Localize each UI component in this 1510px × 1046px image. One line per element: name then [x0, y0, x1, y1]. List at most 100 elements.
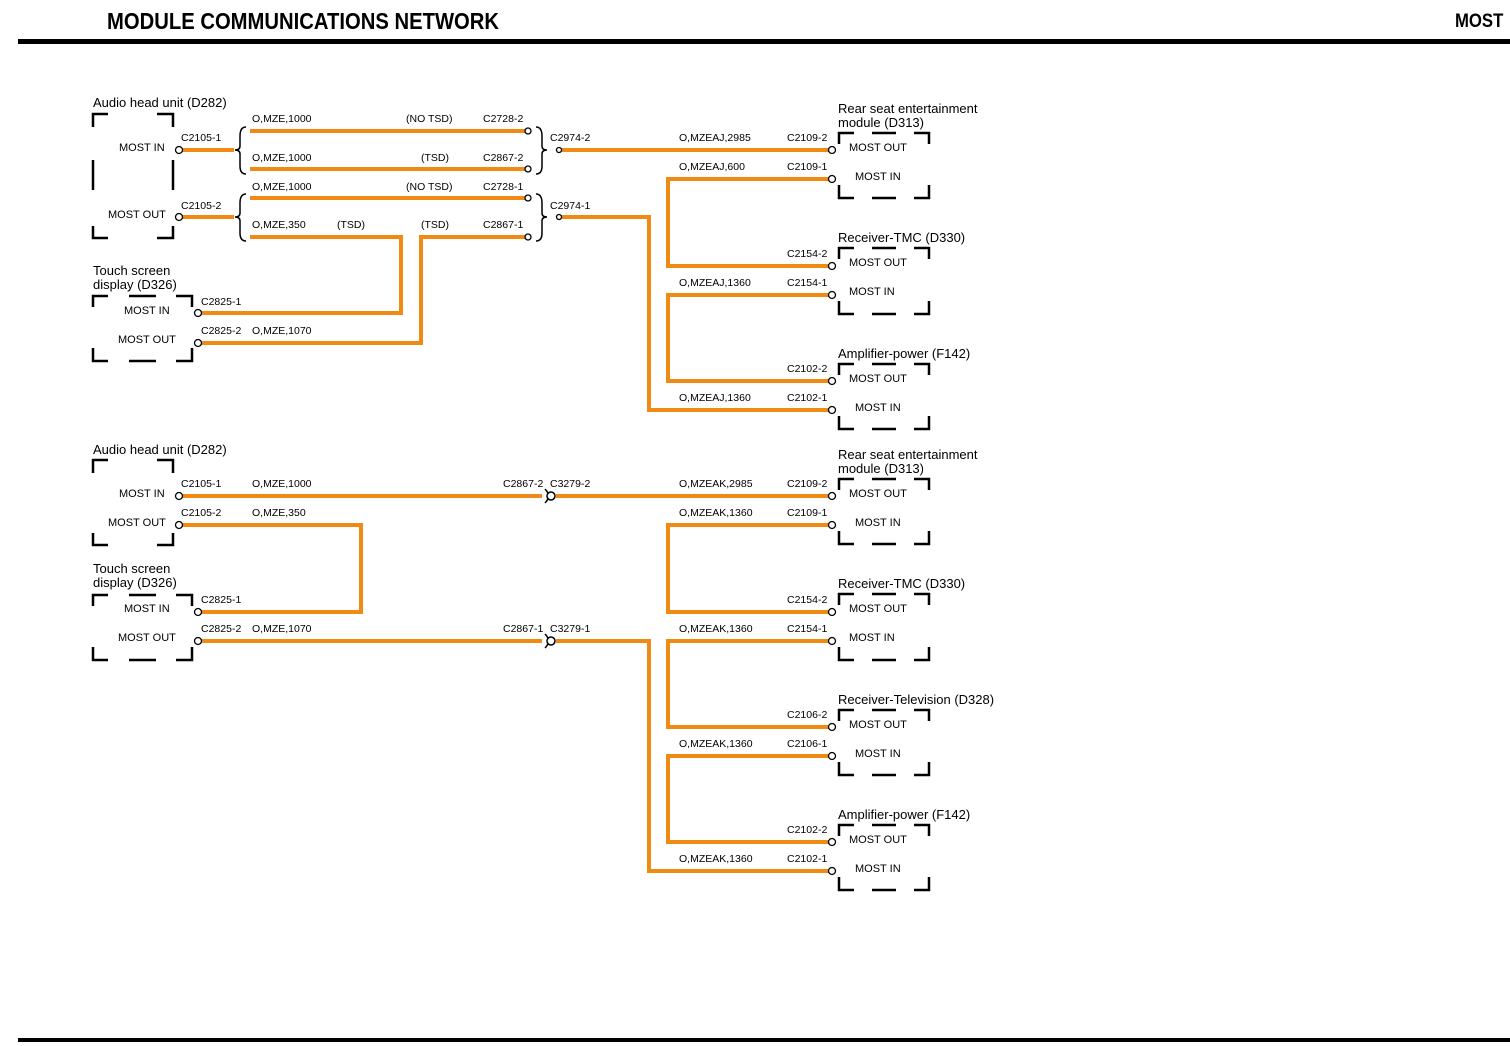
pin-c2825-2	[193, 338, 203, 348]
label-b-c2105-1: C2105-1	[181, 478, 221, 490]
label-w-touch: O,MZE,1070	[252, 325, 312, 337]
wire-mzeaj-1360-tmc	[666, 293, 832, 383]
wire-mze-1070-tsd	[199, 235, 526, 345]
bottom-rule	[18, 1038, 1510, 1042]
amp-port-out: MOST OUT	[849, 373, 907, 385]
pin-c2728-1	[524, 194, 532, 202]
pin-c2105-2	[174, 212, 184, 222]
label-w1: O,MZE,1000	[252, 113, 312, 125]
touch-title-1-b: Touch screen	[93, 561, 170, 576]
touch-port-out: MOST OUT	[118, 334, 176, 346]
pin-b-c2106-1	[827, 751, 837, 761]
audio-box-b	[91, 458, 175, 547]
pin-b-c2825-2	[193, 636, 203, 646]
label-b-w-1360a: O,MZEAK,1360	[679, 507, 753, 519]
label-b-c2154-1: C2154-1	[787, 623, 827, 635]
pin-c2109-1	[827, 174, 837, 184]
label-c2102-2: C2102-2	[787, 363, 827, 375]
label-b-c2825-2: C2825-2	[201, 623, 241, 635]
module-audio-bottom: Audio head unit (D282) MOST IN MOST OUT	[91, 442, 227, 547]
pin-c2867-2	[524, 165, 532, 173]
amp-port-in: MOST IN	[855, 402, 901, 414]
pin-b-c2105-2	[174, 520, 184, 530]
module-audio-top: Audio head unit (D282) MOST IN MOST OUT	[91, 95, 227, 240]
label-c2867-2: C2867-2	[483, 152, 523, 164]
wire-mzeaj-600	[666, 177, 832, 268]
tmc-port-out: MOST OUT	[849, 257, 907, 269]
label-b-c2825-1: C2825-1	[201, 594, 241, 606]
label-w3-note: (NO TSD)	[406, 181, 452, 193]
diagram-bottom: Audio head unit (D282) MOST IN MOST OUT …	[91, 442, 994, 892]
pin-c2974-2	[555, 146, 563, 154]
touch-port-out-b: MOST OUT	[118, 632, 176, 644]
module-tv-bottom: Receiver-Television (D328) MOST OUT MOST…	[837, 692, 994, 777]
tmc-title: Receiver-TMC (D330)	[838, 230, 965, 245]
label-b-c2109-1: C2109-1	[787, 507, 827, 519]
label-b-c2867-1: C2867-1	[503, 623, 543, 635]
brace-right-1	[535, 126, 548, 175]
wire-mzeak-1360-c	[666, 754, 832, 844]
label-w2-note: (TSD)	[421, 152, 449, 164]
rse-title-2: module (D313)	[838, 115, 924, 130]
label-b-w-rse: O,MZEAK,2985	[679, 478, 753, 490]
pin-b-c2105-1	[174, 491, 184, 501]
touch-box	[91, 294, 194, 363]
label-b-c2109-2: C2109-2	[787, 478, 827, 490]
touch-port-in-b: MOST IN	[124, 603, 170, 615]
module-rse-top: Rear seat entertainment module (D313) MO…	[837, 101, 978, 200]
pin-c2728-2	[524, 127, 532, 135]
page-title: MODULE COMMUNICATIONS NETWORK	[107, 8, 500, 34]
label-w-tmc: O,MZEAJ,1360	[679, 277, 751, 289]
label-c2728-2: C2728-2	[483, 113, 523, 125]
label-w1-note: (NO TSD)	[406, 113, 452, 125]
tmc-title-b: Receiver-TMC (D330)	[838, 576, 965, 591]
pin-b-c2154-1	[827, 636, 837, 646]
tv-title-b: Receiver-Television (D328)	[838, 692, 994, 707]
touch-title-2-b: display (D326)	[93, 575, 177, 590]
label-c2102-1: C2102-1	[787, 392, 827, 404]
pin-b-c2109-2	[827, 491, 837, 501]
brace-left-2	[234, 193, 247, 242]
audio-port-out-b: MOST OUT	[108, 517, 166, 529]
diagram-top: Audio head unit (D282) MOST IN MOST OUT …	[91, 95, 978, 431]
wires-top	[180, 129, 832, 412]
label-c2867-1: C2867-1	[483, 219, 523, 231]
connector-c3279-1-pin	[546, 636, 556, 646]
section-tag: MOST	[1455, 11, 1504, 32]
label-b-c2105-2: C2105-2	[181, 507, 221, 519]
pin-c2974-1	[555, 213, 563, 221]
label-c2154-2: C2154-2	[787, 248, 827, 260]
label-w4: O,MZE,350	[252, 219, 306, 231]
label-w4-note-2: (TSD)	[421, 219, 449, 231]
wire-mzeak-1360-a	[666, 523, 832, 614]
label-c2109-2: C2109-2	[787, 132, 827, 144]
pin-b-c2825-1	[193, 607, 203, 617]
module-amp-bottom: Amplifier-power (F142) MOST OUT MOST IN	[837, 807, 970, 892]
labels-bottom: C2105-1 O,MZE,1000 C2105-2 O,MZE,350 C28…	[181, 478, 827, 865]
label-b-c3279-2: C3279-2	[550, 478, 590, 490]
label-w-600: O,MZEAJ,600	[679, 161, 745, 173]
label-b-w-1360c: O,MZEAK,1360	[679, 738, 753, 750]
tmc-port-in-b: MOST IN	[849, 632, 895, 644]
label-w4-note-1: (TSD)	[337, 219, 365, 231]
tv-box-b	[837, 708, 931, 777]
touch-title-1: Touch screen	[93, 263, 170, 278]
rse-port-in: MOST IN	[855, 171, 901, 183]
brace-left-1	[234, 126, 247, 175]
pins-bottom	[174, 491, 837, 876]
wires-bottom	[180, 494, 832, 873]
pin-c2867-1	[524, 233, 532, 241]
wire-mze-350-tsd	[199, 235, 403, 315]
module-amp-top: Amplifier-power (F142) MOST OUT MOST IN	[837, 346, 970, 431]
touch-title-2: display (D326)	[93, 277, 177, 292]
label-b-w2: O,MZE,350	[252, 507, 306, 519]
label-w2: O,MZE,1000	[252, 152, 312, 164]
rse-title-1: Rear seat entertainment	[838, 101, 978, 116]
label-w-amp: O,MZEAJ,1360	[679, 392, 751, 404]
tmc-port-out-b: MOST OUT	[849, 603, 907, 615]
pin-b-c2106-2	[827, 722, 837, 732]
amp-port-out-b: MOST OUT	[849, 834, 907, 846]
audio-port-out: MOST OUT	[108, 209, 166, 221]
labels-top: C2105-1 C2105-2 O,MZE,1000 (NO TSD) C272…	[181, 113, 827, 404]
amp-box	[837, 362, 931, 431]
